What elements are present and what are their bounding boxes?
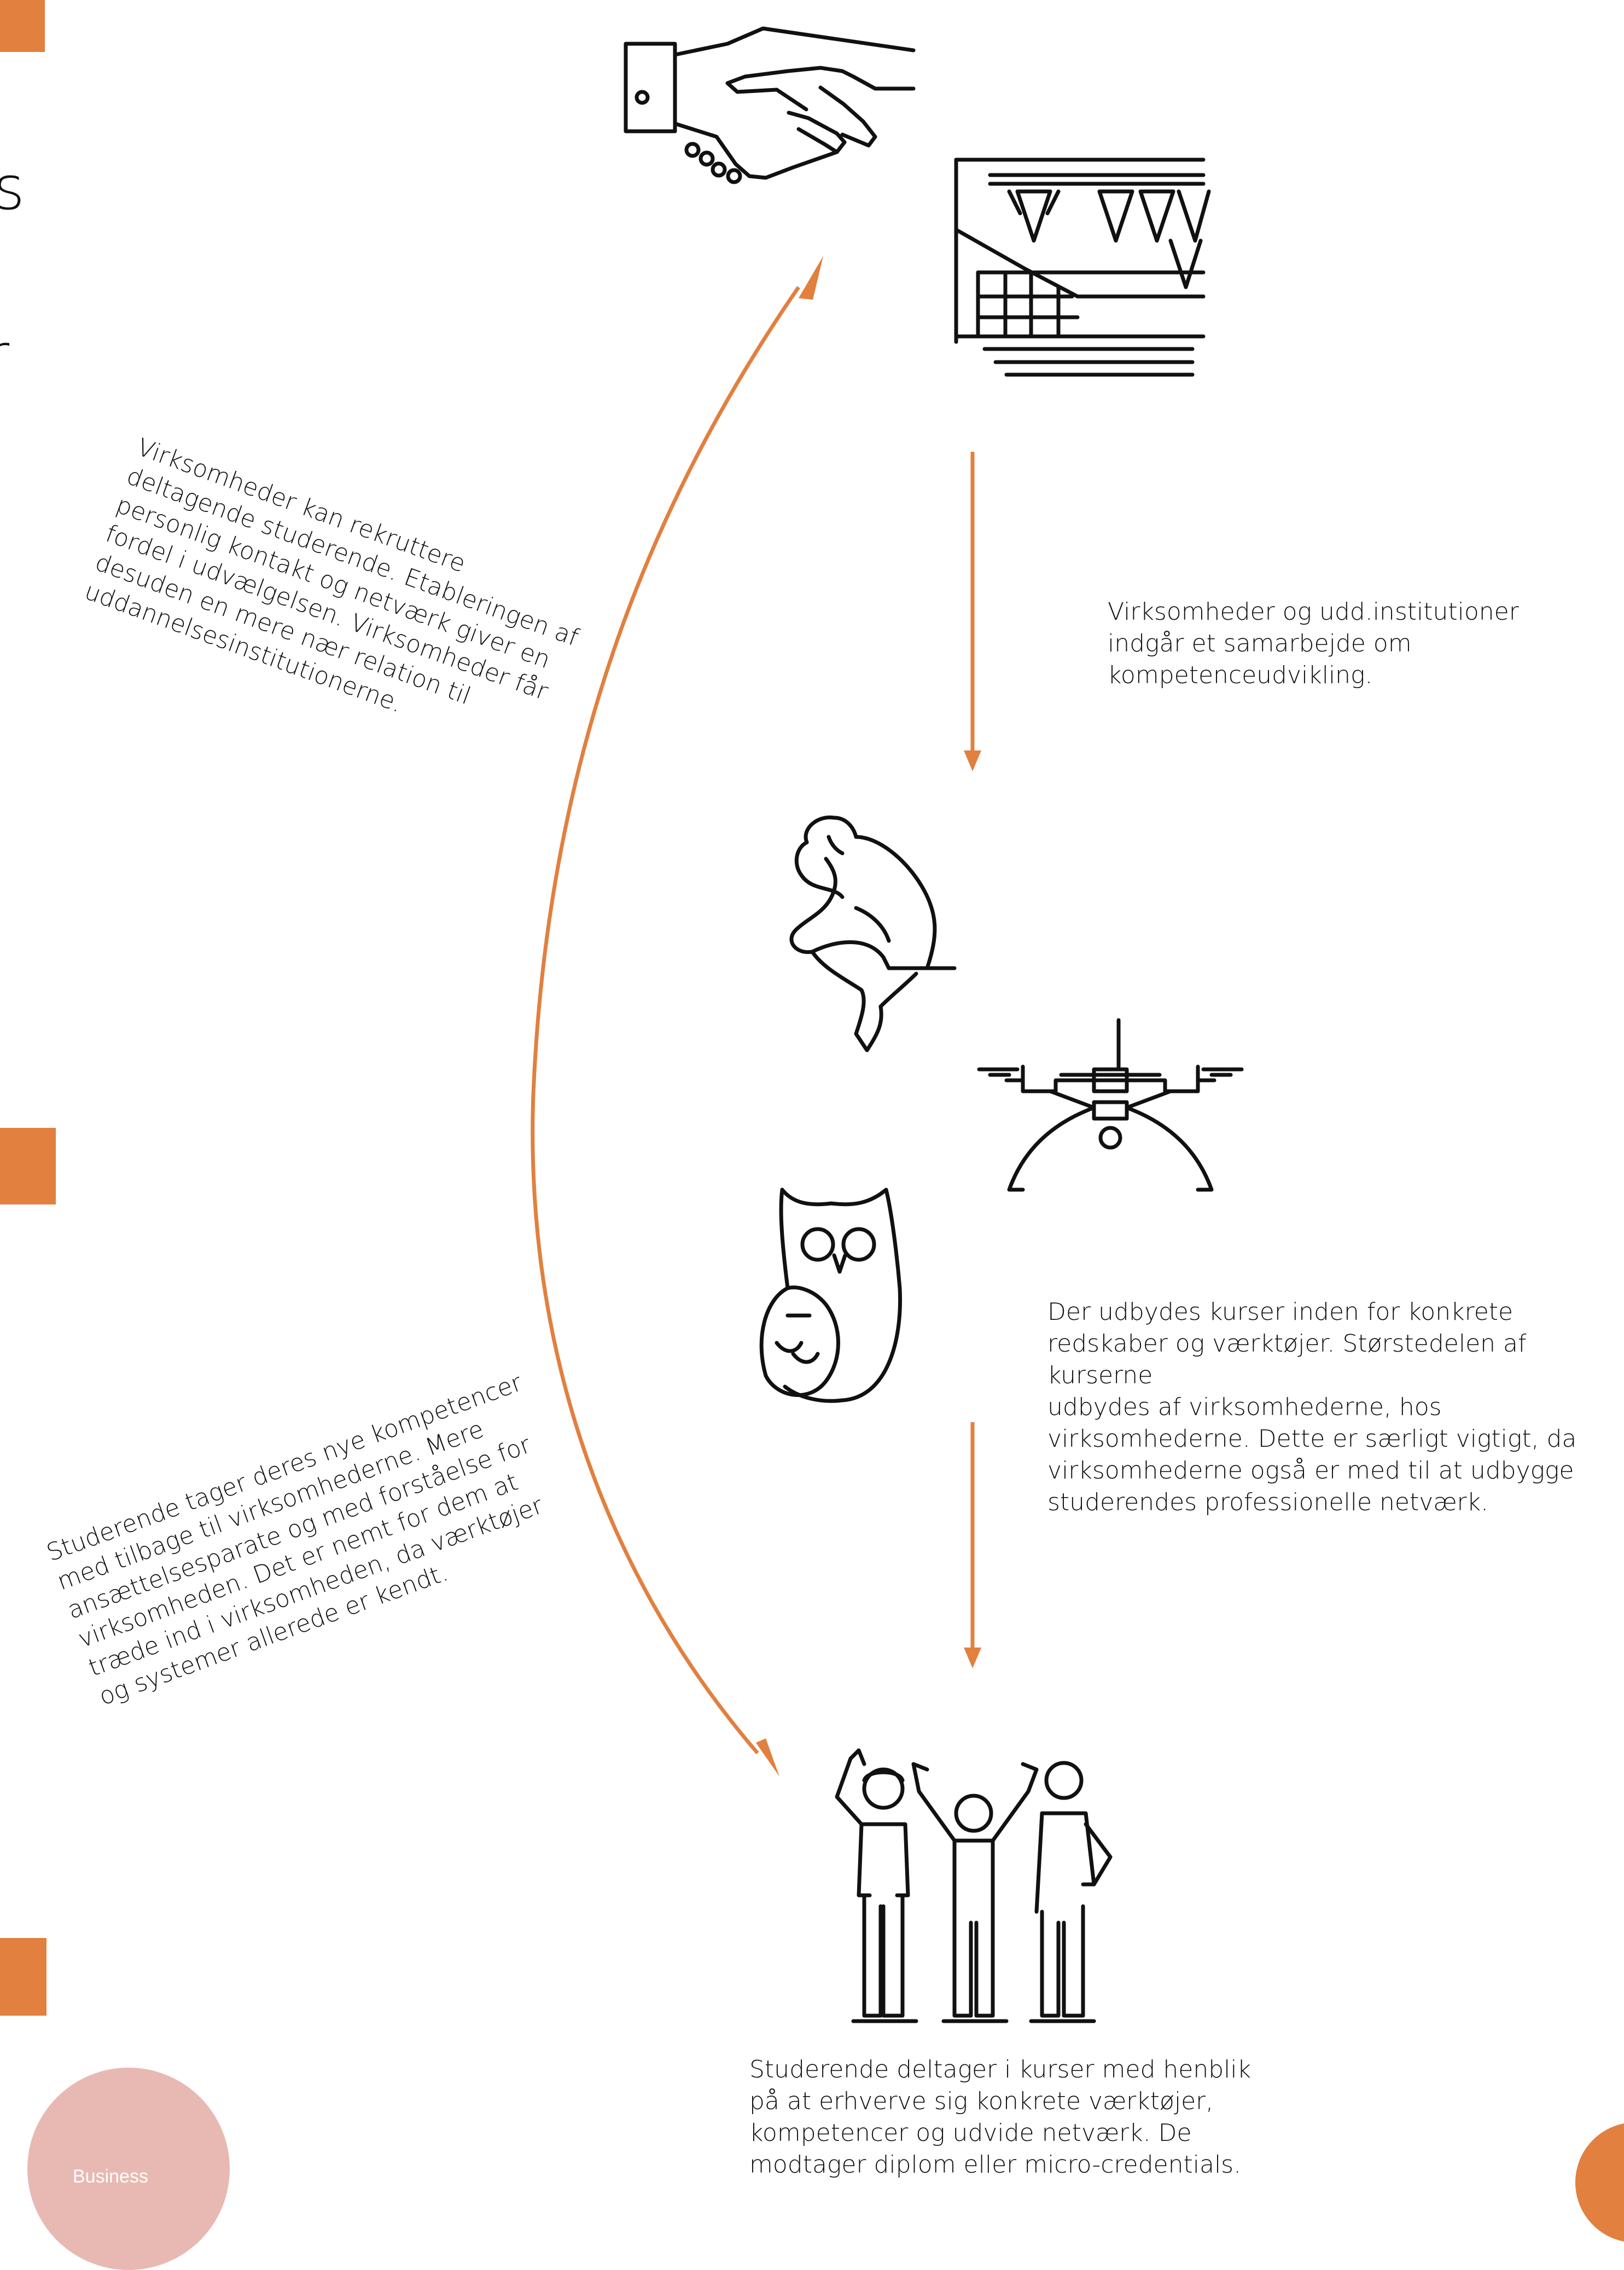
drone-icon	[977, 1018, 1244, 1192]
partnership-text: Virksomheder og udd.institutioner indgår…	[1108, 598, 1519, 689]
handshake-icon	[624, 26, 916, 184]
down-arrow-2-head	[964, 1648, 981, 1668]
loop-arrows	[531, 256, 981, 1777]
accent-square-bottom	[0, 1938, 46, 2016]
courses-text: Der udbydes kurser inden for konkrete re…	[1047, 1298, 1577, 1516]
arrow-head-down	[756, 1738, 779, 1777]
accent-square-top	[0, 0, 45, 52]
arrow-head-up	[799, 256, 823, 300]
business-badge-label: Business	[73, 2166, 148, 2187]
loop-curve	[531, 286, 800, 1755]
margin-letter-s: s	[0, 153, 25, 223]
thinker-statue-icon	[789, 815, 957, 1052]
cheering-team-icon	[835, 1748, 1113, 2023]
down-arrow-1-head	[964, 750, 981, 771]
owl-icon	[759, 1188, 903, 1403]
margin-letter-r: r	[0, 321, 9, 391]
students-text: Studerende deltager i kurser med henblik…	[749, 2056, 1252, 2179]
university-building-icon	[954, 158, 1211, 377]
accent-square-middle	[0, 1128, 56, 1204]
